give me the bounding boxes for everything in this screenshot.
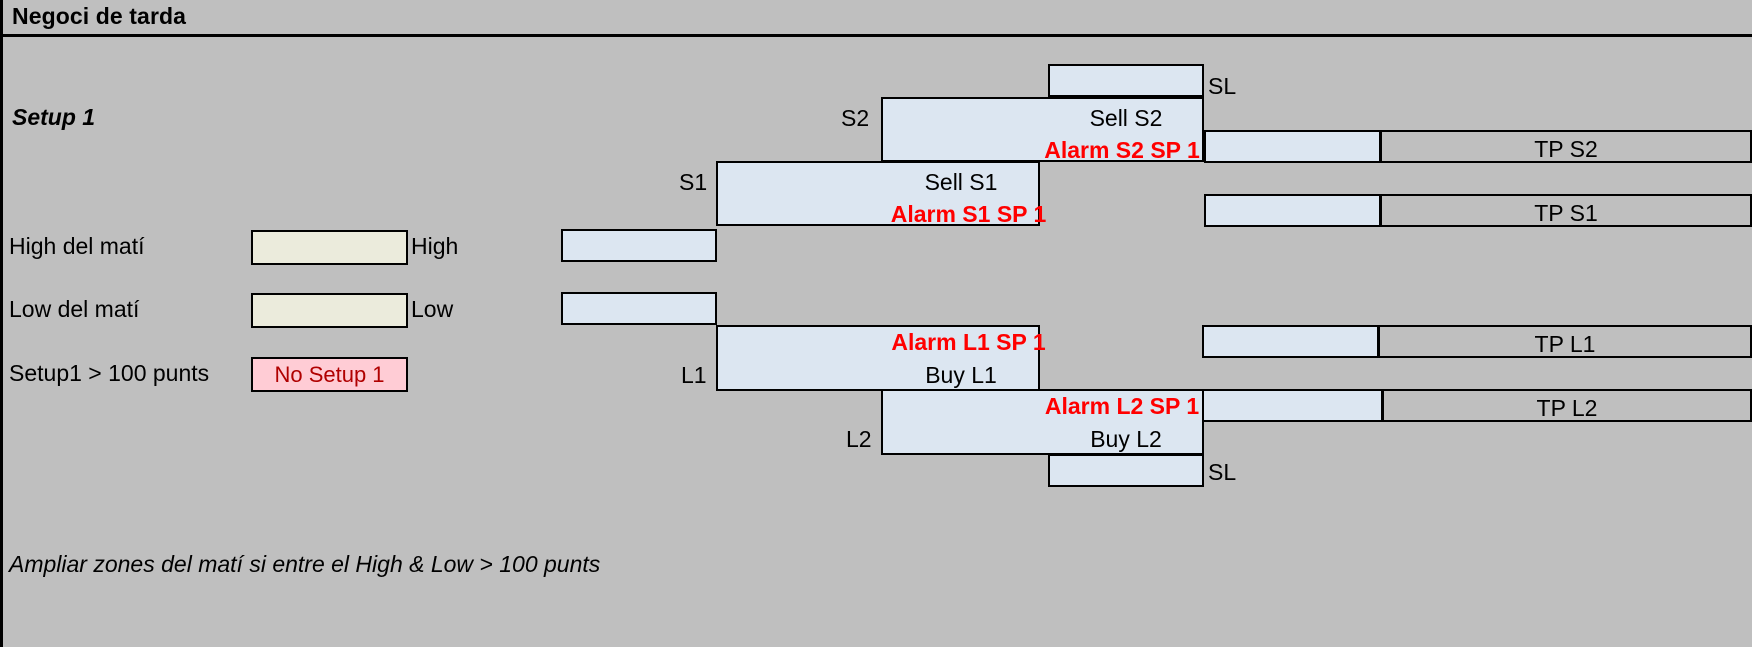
sell-s1-label: Sell S1	[924, 169, 998, 195]
tp-l2-box: TP L2	[1382, 389, 1752, 422]
buy-l1-label: Buy L1	[925, 362, 997, 388]
sl-zone-bottom	[1048, 454, 1204, 487]
tp-l2-zone	[1202, 389, 1383, 422]
s2-level-label: S2	[841, 105, 870, 131]
tp-s1-box: TP S1	[1380, 194, 1752, 227]
l1-zone	[716, 325, 1040, 391]
status-badge: No Setup 1	[251, 357, 408, 392]
setup-heading: Setup 1	[12, 104, 96, 130]
high-zone	[561, 229, 717, 262]
low-suffix-label: Low	[411, 296, 454, 322]
high-field-label: High del matí	[9, 233, 145, 259]
l2-level-label: L2	[846, 426, 872, 452]
tp-l1-box: TP L1	[1378, 325, 1752, 358]
low-input[interactable]	[251, 293, 408, 328]
alarm-l2-label: Alarm L2 SP 1	[1044, 393, 1200, 419]
tp-l1-label: TP L1	[1534, 331, 1596, 357]
s1-zone	[716, 161, 1040, 226]
tp-l2-label: TP L2	[1536, 395, 1598, 421]
condition-label: Setup1 > 100 punts	[9, 360, 210, 386]
buy-l2-label: Buy L2	[1090, 426, 1162, 452]
low-field-label: Low del matí	[9, 296, 140, 322]
alarm-s1-label: Alarm S1 SP 1	[890, 201, 1047, 227]
high-suffix-label: High	[411, 233, 459, 259]
tp-s1-zone	[1204, 194, 1381, 227]
alarm-l1-label: Alarm L1 SP 1	[891, 329, 1046, 355]
s2-zone	[881, 97, 1204, 162]
footer-note: Ampliar zones del matí si entre el High …	[9, 551, 601, 577]
sell-s2-label: Sell S2	[1089, 105, 1163, 131]
alarm-s2-label: Alarm S2 SP 1	[1044, 137, 1200, 163]
low-zone	[561, 292, 717, 325]
high-input[interactable]	[251, 230, 408, 265]
page-title: Negoci de tarda	[12, 3, 187, 29]
s1-level-label: S1	[679, 169, 708, 195]
sl-zone-top	[1048, 64, 1204, 97]
tp-s1-label: TP S1	[1534, 200, 1598, 226]
tp-s2-box: TP S2	[1380, 130, 1752, 163]
tp-l1-zone	[1202, 325, 1379, 358]
tp-s2-zone	[1204, 130, 1381, 163]
title-bar: Negoci de tarda	[3, 0, 1752, 37]
sl-label-top: SL	[1208, 73, 1237, 99]
tp-s2-label: TP S2	[1534, 136, 1598, 162]
l1-level-label: L1	[681, 362, 707, 388]
l2-zone	[881, 389, 1204, 455]
sl-label-bottom: SL	[1208, 459, 1237, 485]
